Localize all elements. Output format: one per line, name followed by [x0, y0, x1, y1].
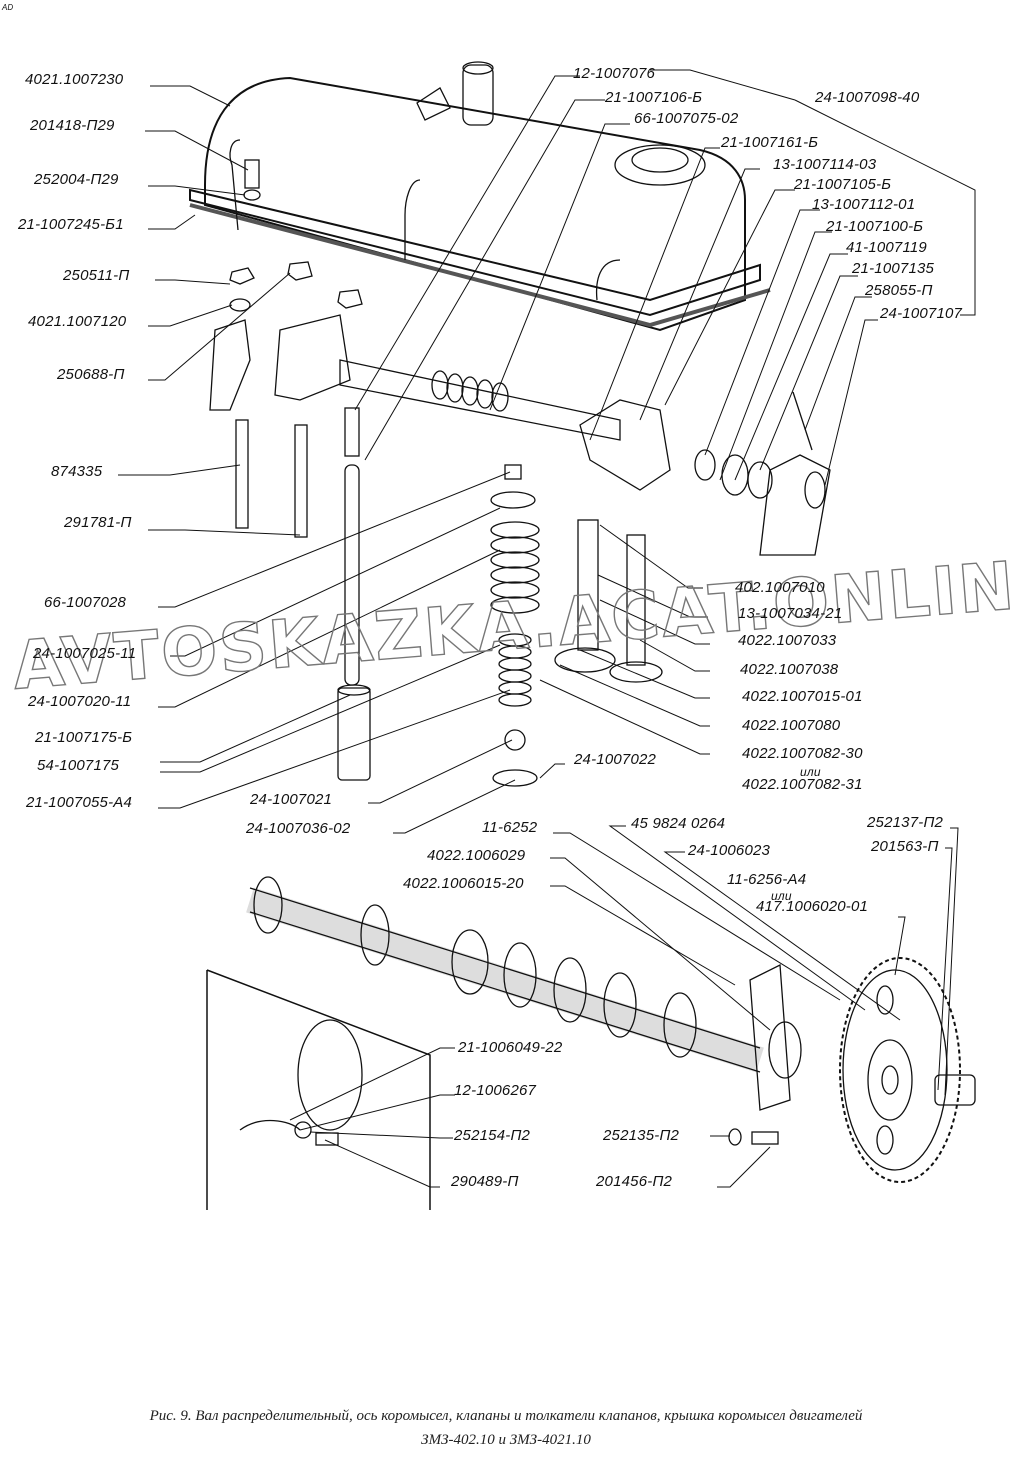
part-label: 12-1007076: [573, 65, 656, 82]
part-label: 4022.1007015-01: [742, 688, 863, 705]
part-label: 252137-П2: [867, 814, 944, 831]
pushrod-and-tappet: [337, 464, 371, 781]
part-label: 21-1007245-Б1: [18, 216, 124, 233]
camshaft-gear: [839, 957, 976, 1183]
part-label: 54-1007175: [37, 757, 120, 774]
part-label: 21-1007055-А4: [26, 794, 133, 811]
part-label: 252154-П2: [454, 1127, 531, 1144]
rocker-shaft-assembly: [209, 314, 831, 556]
corner-mark: AD: [2, 3, 14, 12]
part-label: 13-1007034-21: [738, 605, 843, 622]
part-label: 24-1007020-11: [28, 693, 132, 710]
part-label: 4022.1006029: [427, 847, 526, 864]
rocker-cover: [189, 61, 771, 332]
part-label: 24-1007036-02: [246, 820, 351, 837]
part-label: 11-6252: [482, 819, 538, 836]
part-label: 252135-П2: [603, 1127, 680, 1144]
part-label: 4022.1006015-20: [403, 875, 524, 892]
part-label: 874335: [51, 463, 103, 480]
part-label: 4021.1007120: [28, 313, 127, 330]
part-label: 13-1007114-03: [773, 156, 877, 173]
part-label: 66-1007028: [44, 594, 127, 611]
part-label: 21-1007175-Б: [35, 729, 133, 746]
studs: [235, 407, 360, 538]
part-label: 4021.1007230: [25, 71, 124, 88]
or-label: или: [771, 889, 792, 903]
part-label: 12-1006267: [454, 1082, 537, 1099]
part-label: 417.1006020-01: [756, 898, 869, 915]
part-label: 250511-П: [63, 267, 130, 284]
part-label: 13-1007112-01: [812, 196, 916, 213]
camshaft: [246, 876, 802, 1111]
part-label: 252004-П29: [34, 171, 119, 188]
part-label: 21-1006049-22: [458, 1039, 563, 1056]
part-label: 66-1007075-02: [634, 110, 739, 127]
part-label: 290489-П: [451, 1173, 519, 1190]
part-label: 24-1007025-11: [33, 645, 137, 662]
block-detail-view: [206, 969, 431, 1210]
leader-lines: [118, 69, 976, 1188]
part-label: 291781-П: [64, 514, 132, 531]
or-label: или: [800, 765, 821, 779]
part-label: 402.1007010: [735, 579, 825, 596]
part-label: 201563-П: [871, 838, 939, 855]
gear-fasteners: [728, 1128, 779, 1146]
part-label: 11-6256-А4: [727, 871, 807, 888]
part-label: 21-1007100-Б: [826, 218, 924, 235]
part-label: 24-1007098-40: [815, 89, 920, 106]
part-label: 4022.1007038: [740, 661, 839, 678]
part-label: 250688-П: [57, 366, 125, 383]
part-label: 4022.1007082-31: [742, 776, 863, 793]
part-label: 4022.1007033: [738, 632, 837, 649]
part-label: 21-1007161-Б: [721, 134, 819, 151]
figure-caption-line2: ЗМЗ-402.10 и ЗМЗ-4021.10: [421, 1432, 591, 1448]
part-label: 24-1007021: [250, 791, 333, 808]
part-label: 24-1007022: [574, 751, 657, 768]
figure-caption-line1: Рис. 9. Вал распределительный, ось кором…: [149, 1408, 863, 1424]
part-label: 21-1007105-Б: [794, 176, 892, 193]
valve-springs: [490, 464, 540, 787]
part-label: 4022.1007080: [742, 717, 841, 734]
part-label: 45 9824 0264: [631, 815, 726, 832]
valves: [554, 519, 663, 683]
part-label: 41-1007119: [846, 239, 927, 256]
cover-fasteners: [229, 159, 363, 312]
part-label: 21-1007135: [852, 260, 935, 277]
part-label: 201418-П29: [30, 117, 115, 134]
part-label: 258055-П: [865, 282, 933, 299]
part-label: 201456-П2: [596, 1173, 673, 1190]
part-label: 21-1007106-Б: [605, 89, 703, 106]
part-label: 24-1006023: [688, 842, 771, 859]
part-label: 24-1007107: [880, 305, 963, 322]
part-label: 4022.1007082-30: [742, 745, 863, 762]
